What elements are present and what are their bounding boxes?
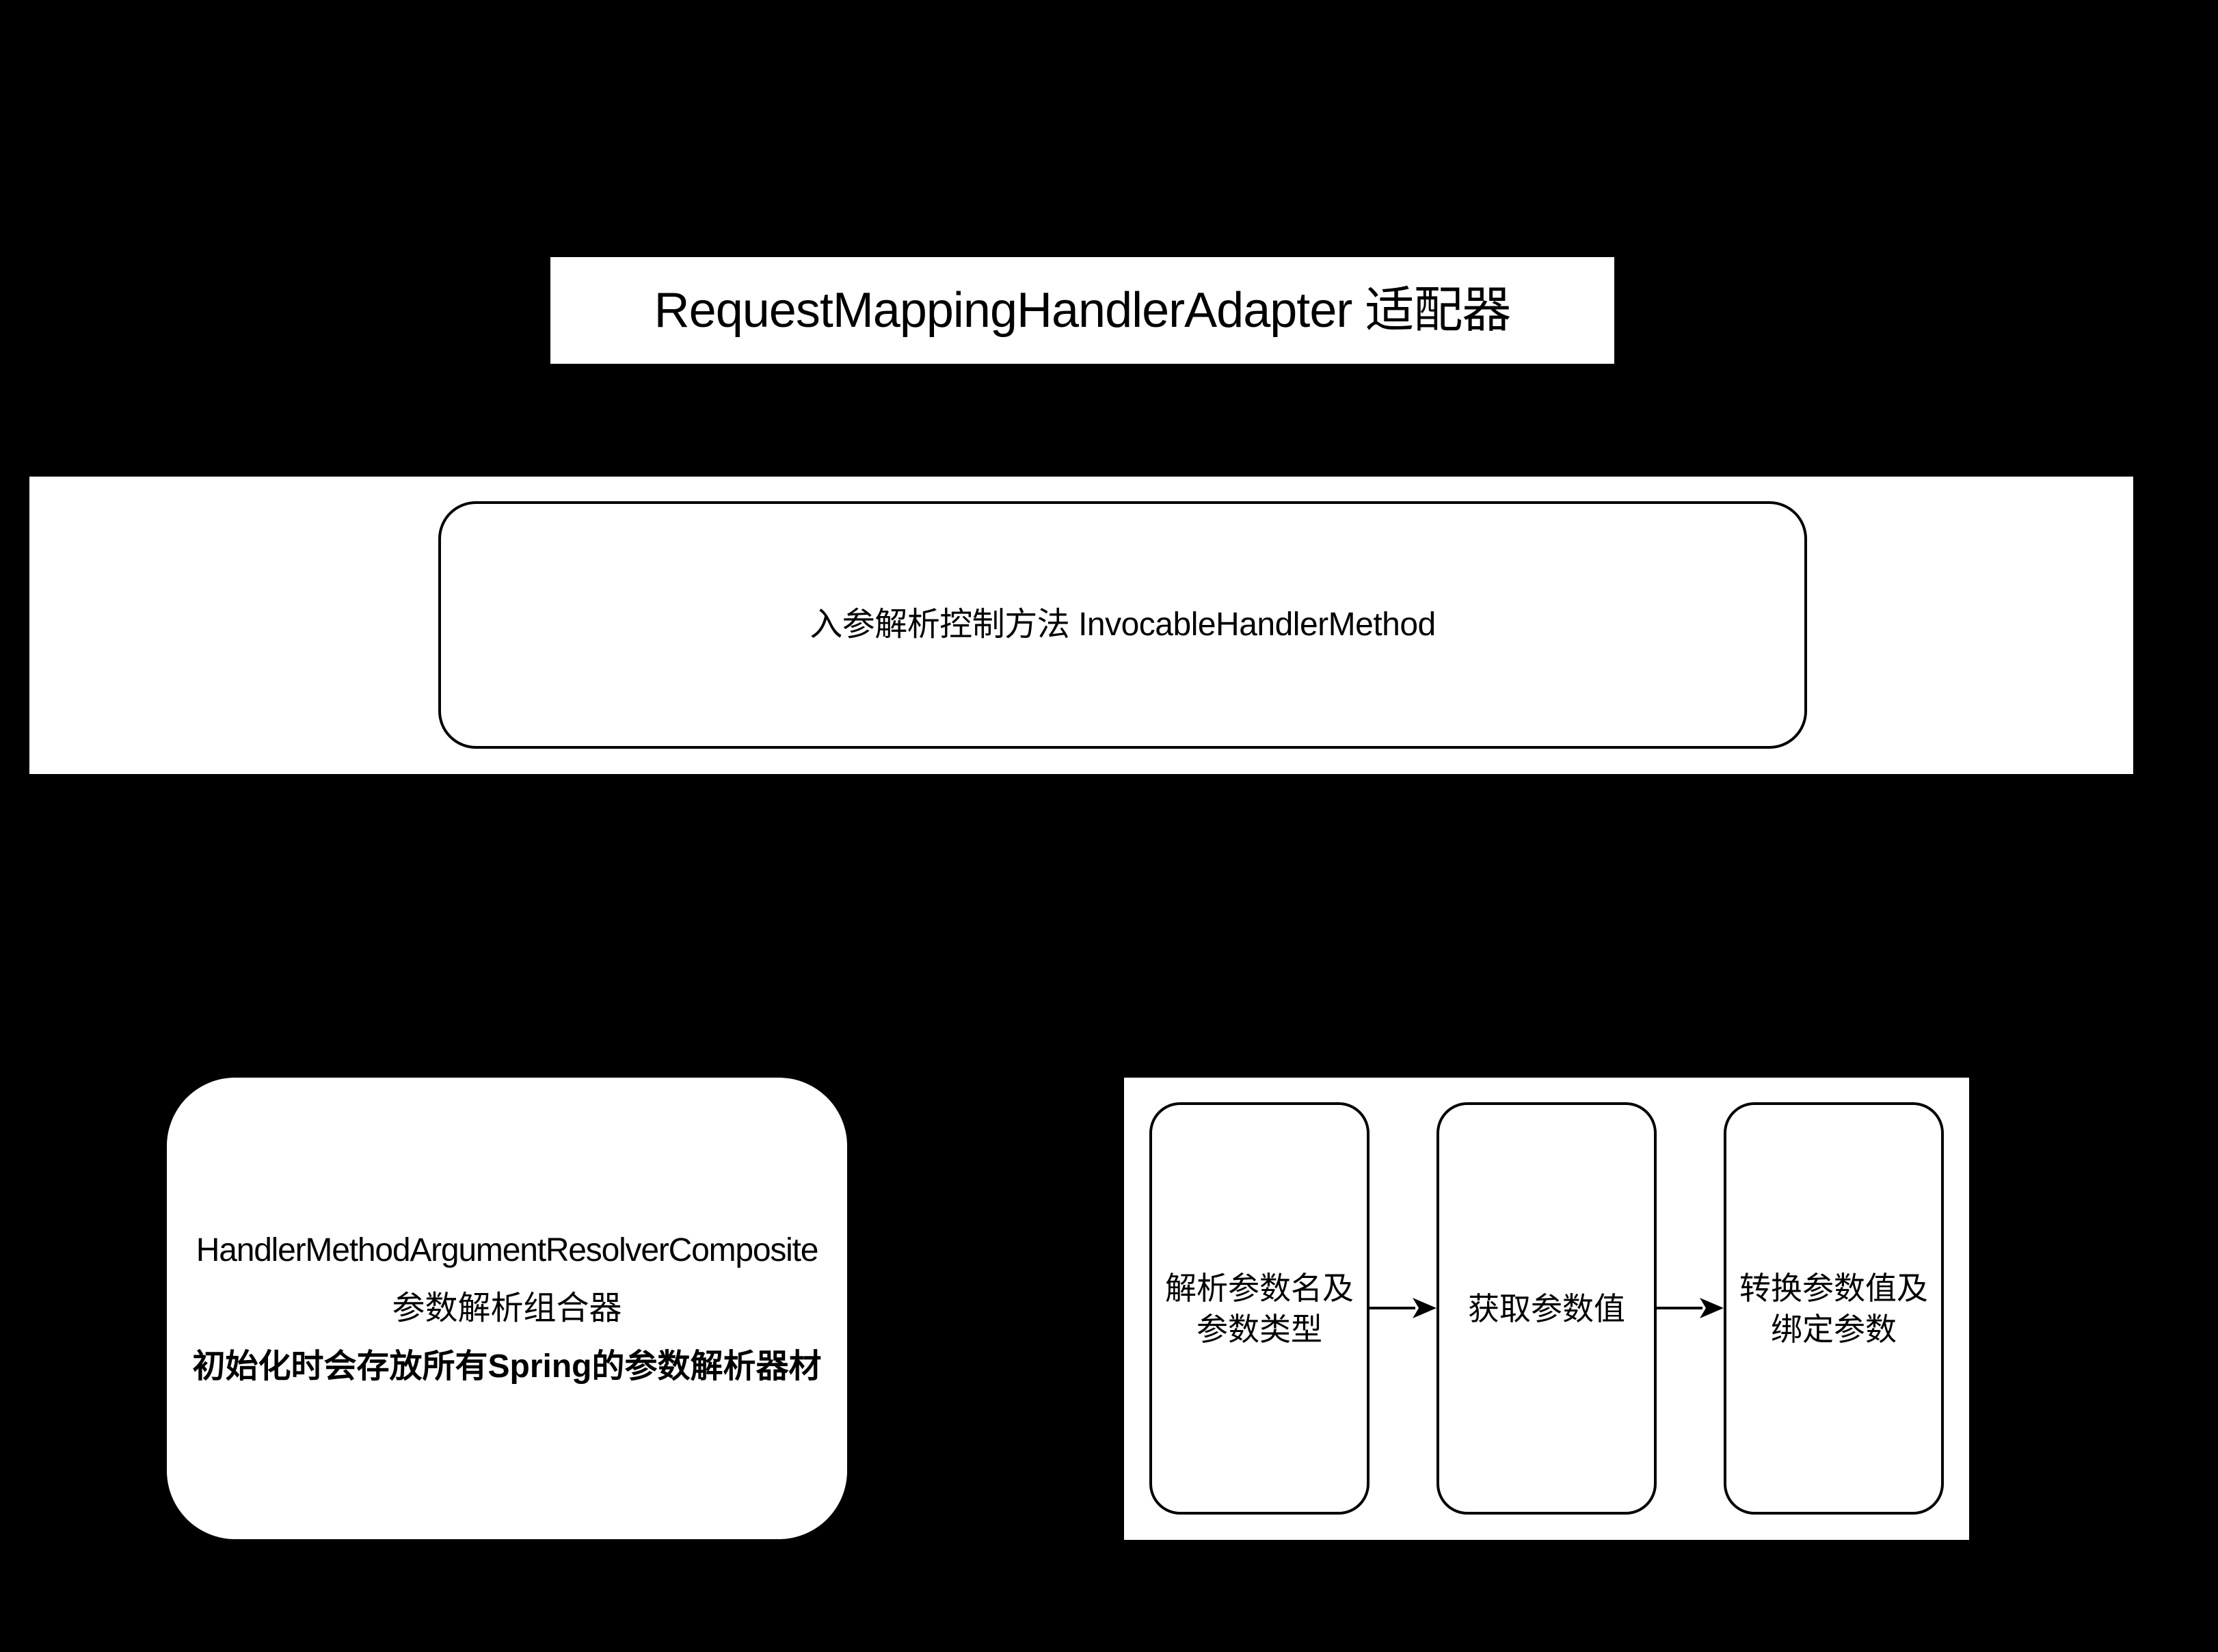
flow-step-resolve-name-type: 解析参数名及 参数类型 xyxy=(1149,1102,1369,1515)
flow-step-line: 获取参数值 xyxy=(1468,1290,1625,1327)
adapter-title: RequestMappingHandlerAdapter 适配器 xyxy=(654,283,1512,338)
invocable-handler-method-label: 入参解析控制方法 InvocableHandlerMethod xyxy=(810,607,1436,643)
resolver-composite-note: 初始化时会存放所有Spring的参数解析器材 xyxy=(192,1348,822,1385)
resolver-composite-node: HandlerMethodArgumentResolverComposite 参… xyxy=(167,1078,847,1539)
invocable-handler-method-node: 入参解析控制方法 InvocableHandlerMethod xyxy=(438,501,1807,749)
flow-step-line: 参数类型 xyxy=(1197,1310,1322,1348)
resolver-composite-subtitle: 参数解析组合器 xyxy=(392,1290,622,1327)
flow-step-get-value: 获取参数值 xyxy=(1437,1102,1657,1515)
arrow-icon xyxy=(1657,1298,1724,1318)
flow-step-line: 绑定参数 xyxy=(1771,1310,1897,1348)
flow-step-line: 解析参数名及 xyxy=(1165,1269,1354,1307)
adapter-title-box: RequestMappingHandlerAdapter 适配器 xyxy=(550,257,1614,364)
arrow-icon xyxy=(1369,1298,1437,1318)
resolver-composite-class-name: HandlerMethodArgumentResolverComposite xyxy=(196,1232,819,1268)
flow-step-line: 转换参数值及 xyxy=(1739,1269,1928,1307)
flow-step-convert-bind: 转换参数值及 绑定参数 xyxy=(1724,1102,1944,1515)
